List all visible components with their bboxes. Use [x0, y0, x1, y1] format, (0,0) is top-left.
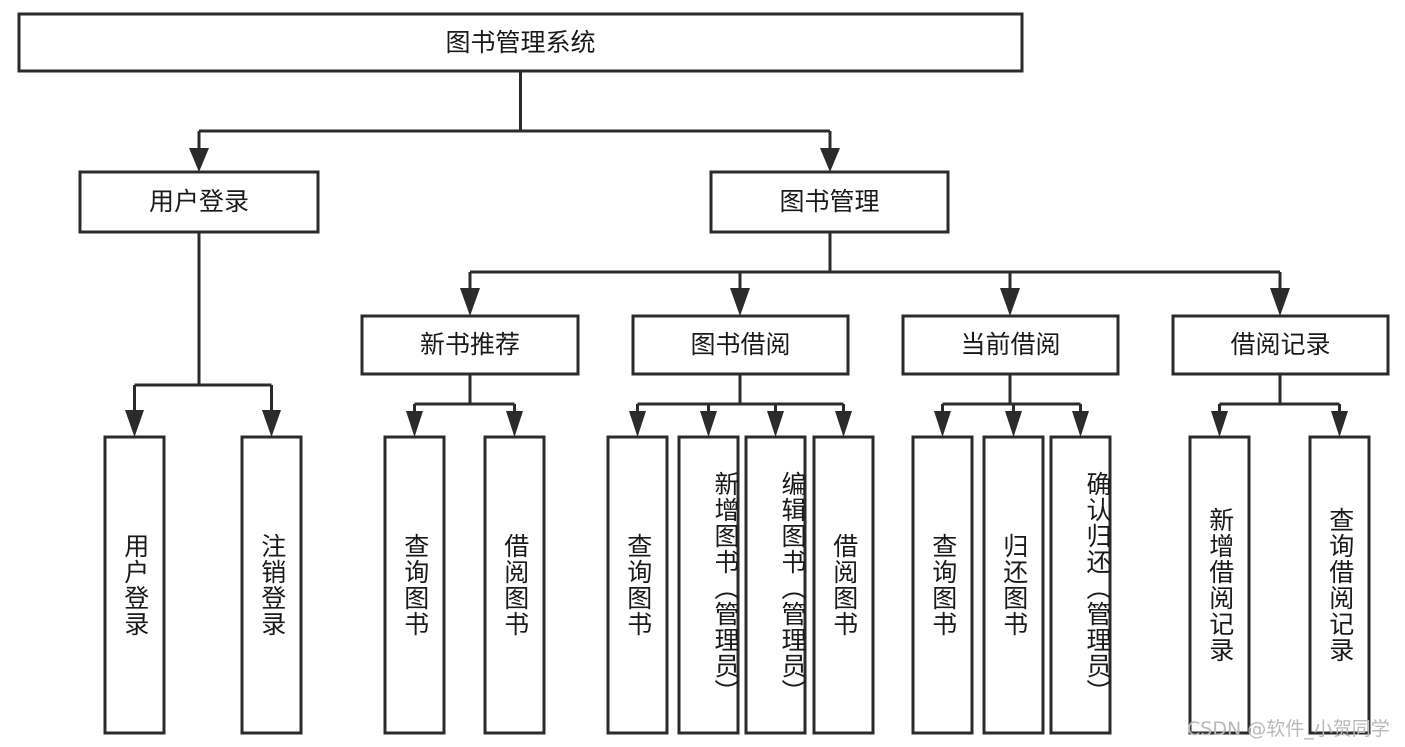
- arrowhead-leaf-borrow-book-1: [506, 411, 523, 437]
- node-box-leaf-borrow-book-2[interactable]: [812, 435, 875, 735]
- node-layer: 图书管理系统 用户登录 图书管理 新书推荐 图书借阅 当前借阅 借阅记录: [17, 12, 1390, 735]
- node-label-new-book-rec: 新书推荐: [420, 330, 520, 359]
- arrowhead-leaf-user-login: [125, 410, 144, 437]
- node-box-leaf-add-book[interactable]: [677, 435, 740, 735]
- arrowhead-leaf-borrow-book-2: [835, 411, 852, 437]
- node-label-user-login: 用户登录: [149, 187, 249, 216]
- arrowhead-new-book-rec: [460, 288, 480, 316]
- arrowhead-leaf-edit-book: [767, 411, 784, 437]
- csdn-watermark: CSDN @软件_小贺同学: [1187, 718, 1390, 740]
- node-box-leaf-return-book[interactable]: [982, 435, 1045, 735]
- node-box-leaf-add-record[interactable]: [1188, 435, 1251, 735]
- node-label-book-borrow: 图书借阅: [690, 330, 790, 359]
- node-box-new-book-rec[interactable]: [360, 314, 580, 376]
- node-box-user-login[interactable]: [78, 170, 320, 234]
- arrowhead-leaf-query-book-3: [934, 411, 951, 437]
- arrowhead-leaf-confirm-return: [1072, 411, 1089, 437]
- node-box-borrow-record[interactable]: [1171, 314, 1390, 376]
- arrowhead-leaf-query-book-1: [406, 411, 423, 437]
- node-box-leaf-confirm-return[interactable]: [1049, 435, 1112, 735]
- node-box-leaf-query-book-2[interactable]: [606, 435, 669, 735]
- node-box-book-borrow[interactable]: [631, 314, 850, 376]
- node-box-root[interactable]: [17, 12, 1024, 73]
- arrowhead-user-login: [189, 148, 209, 172]
- node-label-borrow-record: 借阅记录: [1230, 330, 1330, 359]
- node-box-book-manage[interactable]: [709, 170, 950, 234]
- node-box-leaf-query-book-3[interactable]: [911, 435, 974, 735]
- node-box-leaf-edit-book[interactable]: [744, 435, 807, 735]
- arrowhead-leaf-return-book: [1005, 411, 1022, 437]
- node-label-root: 图书管理系统: [445, 28, 595, 57]
- arrowhead-current-borrow: [1000, 288, 1020, 316]
- node-label-book-manage: 图书管理: [779, 187, 879, 216]
- arrowhead-leaf-add-book: [700, 411, 717, 437]
- node-box-leaf-user-login[interactable]: [103, 435, 166, 735]
- node-box-leaf-borrow-book-1[interactable]: [483, 435, 546, 735]
- arrowhead-leaf-add-record: [1211, 411, 1228, 437]
- arrowhead-book-manage: [820, 148, 840, 172]
- arrowhead-borrow-record: [1270, 288, 1290, 316]
- connector-layer: [125, 71, 1348, 437]
- arrowhead-leaf-query-book-2: [629, 411, 646, 437]
- arrowhead-book-borrow: [730, 288, 750, 316]
- arrowhead-leaf-logout-login: [262, 410, 281, 437]
- node-box-leaf-query-record[interactable]: [1308, 435, 1371, 735]
- node-label-current-borrow: 当前借阅: [960, 330, 1060, 359]
- node-box-current-borrow[interactable]: [901, 314, 1120, 376]
- node-box-leaf-logout-login[interactable]: [240, 435, 303, 735]
- node-box-leaf-query-book-1[interactable]: [383, 435, 446, 735]
- arrowhead-leaf-query-record: [1331, 411, 1348, 437]
